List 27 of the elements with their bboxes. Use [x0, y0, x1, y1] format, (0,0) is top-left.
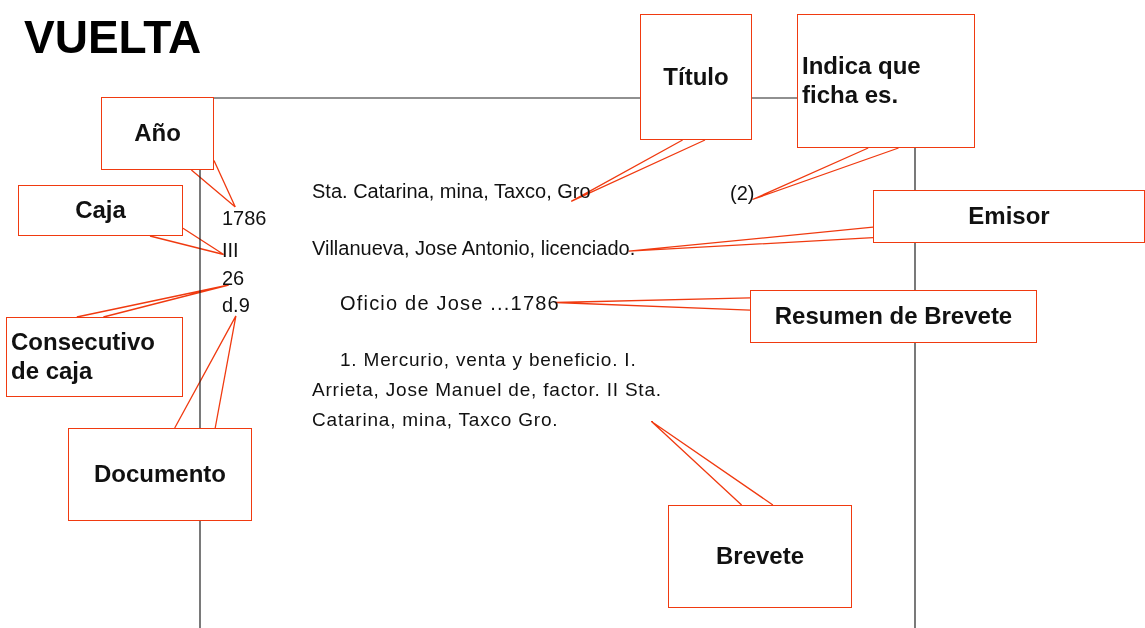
- callout-box: Caja: [18, 185, 183, 236]
- callout-pointer: [751, 147, 900, 201]
- callout-pointer: [76, 284, 230, 318]
- card-paragraph: 1. Mercurio, venta y beneficio. I. Arrieta, Jose Manuel de, factor. II Sta. Catarina, mina, Taxco Gro.: [312, 345, 662, 435]
- callout-pointer: [149, 227, 225, 256]
- callout-pointer: [650, 420, 774, 506]
- callout-pointer: [628, 226, 874, 252]
- callout-pointer: [570, 139, 706, 203]
- callout-box: Indica que ficha es.: [797, 14, 975, 148]
- card-text: 1786: [222, 205, 267, 229]
- callout-box: Emisor: [873, 190, 1145, 243]
- callout-box: Título: [640, 14, 752, 140]
- callout-box: Resumen de Brevete: [750, 290, 1037, 343]
- callout-pointer: [174, 315, 237, 429]
- callout-box: Brevete: [668, 505, 852, 608]
- card-text: 26: [222, 265, 245, 290]
- card-text: (2): [730, 180, 755, 206]
- callout-pointer: [190, 159, 236, 208]
- callout-box: Año: [101, 97, 214, 170]
- card-text: Villanueva, Jose Antonio, licenciado.: [312, 235, 636, 262]
- card-text: d.9: [222, 292, 250, 318]
- card-text: Oficio de Jose ...1786: [340, 290, 560, 315]
- callout-box: Consecutivo de caja: [6, 317, 183, 397]
- card-text: Sta. Catarina, mina, Taxco, Gro: [312, 178, 591, 204]
- title: VUELTA: [24, 10, 202, 64]
- callout-box: Documento: [68, 428, 252, 521]
- card-text: III: [222, 237, 239, 262]
